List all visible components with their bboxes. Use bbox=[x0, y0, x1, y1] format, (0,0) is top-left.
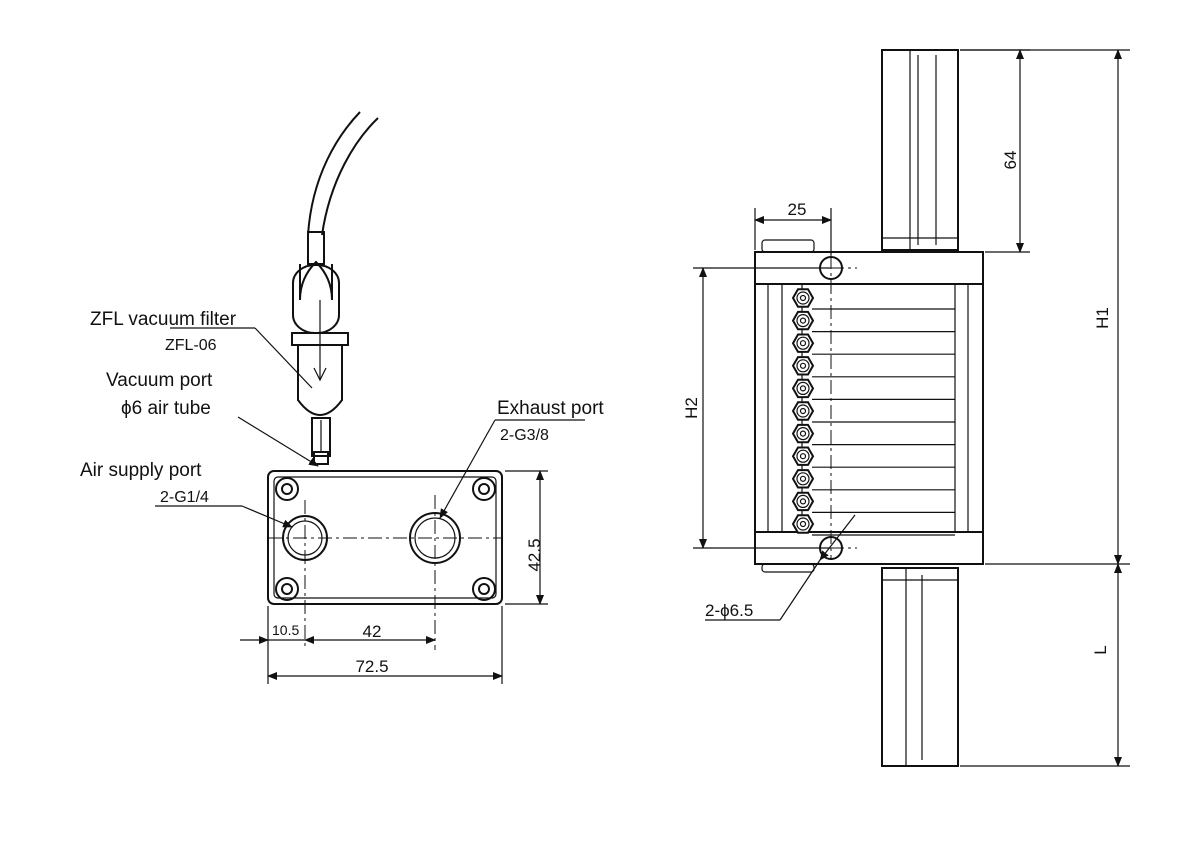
plate-fitting bbox=[791, 310, 815, 331]
plate-fitting bbox=[791, 423, 815, 444]
dim-height-value: 42.5 bbox=[525, 538, 544, 571]
air-supply-thread-label: 2-G1/4 bbox=[160, 489, 209, 506]
filter-name-label: ZFL vacuum filter bbox=[90, 309, 237, 330]
dim-h1-value: H1 bbox=[1093, 307, 1112, 329]
side-body bbox=[754, 283, 984, 533]
plate-fitting bbox=[791, 446, 815, 466]
corner-screw bbox=[275, 477, 299, 501]
vacuum-filter-body bbox=[299, 260, 333, 301]
filter-bowl bbox=[297, 345, 343, 416]
ejector-plate-stack bbox=[791, 288, 955, 536]
mount-hole-leader bbox=[819, 514, 856, 561]
plate-fitting bbox=[791, 514, 815, 534]
plate-fitting bbox=[791, 333, 815, 353]
corner-screw bbox=[472, 577, 496, 601]
plate-fitting bbox=[791, 491, 815, 512]
dim-offset-value: 10.5 bbox=[272, 622, 299, 638]
dim-spacing-value: 42 bbox=[363, 622, 382, 641]
vacuum-hose bbox=[321, 117, 379, 236]
corner-screw bbox=[472, 477, 496, 501]
filter-model-label: ZFL-06 bbox=[165, 337, 217, 354]
vacuum-port-leader bbox=[237, 416, 319, 467]
air-tube-label: ϕ6 air tube bbox=[121, 398, 211, 419]
dim-top-width-value: 25 bbox=[788, 200, 807, 219]
plate-fitting bbox=[791, 356, 815, 376]
exhaust-thread-label: 2-G3/8 bbox=[500, 427, 549, 444]
front-view bbox=[155, 111, 585, 684]
plate-fitting bbox=[791, 469, 815, 489]
mount-holes-label: 2-ϕ6.5 bbox=[705, 601, 753, 620]
corner-screw bbox=[275, 577, 299, 601]
plate-fitting bbox=[791, 401, 815, 421]
dim-cylinder-value: 64 bbox=[1001, 151, 1020, 170]
exhaust-port-label: Exhaust port bbox=[497, 398, 604, 419]
dim-l-value: L bbox=[1091, 645, 1110, 654]
air-supply-port-label: Air supply port bbox=[80, 460, 202, 481]
plate-fitting bbox=[791, 378, 815, 399]
dim-width-value: 72.5 bbox=[355, 657, 388, 676]
hose-fitting bbox=[307, 231, 325, 265]
dim-h2-value: H2 bbox=[682, 397, 701, 419]
side-view bbox=[693, 49, 1130, 767]
plate-fitting bbox=[791, 288, 815, 308]
filter-outlet bbox=[311, 417, 331, 457]
bottom-cylinder bbox=[881, 567, 959, 767]
vacuum-port-label: Vacuum port bbox=[106, 370, 213, 391]
top-cylinder bbox=[881, 49, 959, 251]
